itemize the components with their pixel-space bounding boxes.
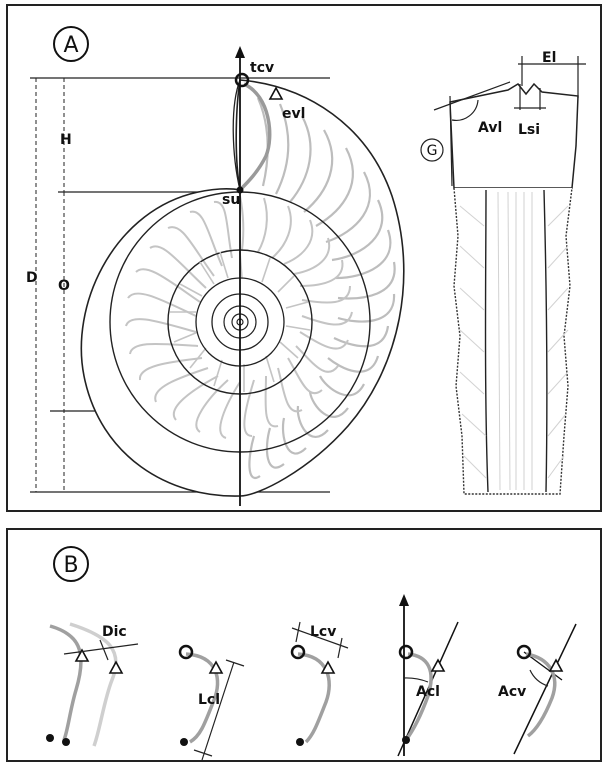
acl-su-point — [402, 736, 410, 744]
label-el: El — [542, 50, 556, 66]
inner-ribs-1 — [125, 195, 353, 439]
inner-ribs-2 — [170, 251, 311, 392]
avl-side-line — [449, 95, 453, 187]
measure-acv — [513, 623, 577, 755]
label-h: H — [60, 132, 72, 148]
panel-b: B Dic Lcl — [6, 528, 602, 762]
label-dic: Dic — [102, 624, 127, 640]
dic-marker-2 — [108, 660, 124, 674]
acl-tcv-marker — [398, 644, 414, 660]
septa-measures-diagram: B Dic Lcl — [46, 546, 577, 761]
acl-evl-marker — [430, 658, 446, 672]
measure-lcl — [178, 644, 245, 761]
measure-acl — [397, 594, 459, 757]
venter-lower-shell — [453, 187, 573, 495]
venter-line — [232, 79, 241, 191]
label-lcv: Lcv — [310, 624, 336, 640]
evl-marker — [268, 86, 284, 100]
su-marker — [236, 186, 244, 194]
label-su: su — [222, 192, 240, 208]
panel-b-letter: B — [63, 553, 78, 578]
lcl-su-point — [180, 738, 188, 746]
lcl-tcv-marker — [178, 644, 194, 660]
venter-channel-left — [484, 189, 489, 493]
lcl-evl-marker — [208, 660, 224, 674]
panel-a-letter-circle — [53, 26, 89, 62]
last-septum — [238, 82, 272, 192]
acv-tcv-marker — [516, 644, 532, 660]
dic-marker-1 — [74, 648, 90, 662]
acv-evl-marker — [548, 658, 564, 672]
label-evl: evl — [282, 106, 305, 122]
outer-ribs — [248, 97, 396, 480]
tcv-marker — [234, 72, 250, 88]
label-avl: Avl — [478, 120, 502, 136]
label-o: O — [58, 278, 70, 294]
dic-point-1 — [46, 734, 54, 742]
panel-b-letter-circle — [53, 546, 89, 582]
lcv-evl-marker — [320, 660, 336, 674]
label-g: G — [427, 143, 438, 159]
lcv-su-point — [296, 738, 304, 746]
avl-tangent-line — [433, 81, 511, 111]
venter-view: G — [420, 56, 586, 495]
venter-channel-right — [543, 189, 548, 493]
avl-arc — [451, 99, 479, 121]
dic-point-2 — [62, 738, 70, 746]
ammonite-diagram: A — [26, 26, 586, 506]
label-lcl: Lcl — [198, 692, 220, 708]
g-circle — [420, 138, 444, 162]
venter-top-block — [449, 82, 579, 189]
axis-arrowhead — [235, 46, 245, 58]
label-tcv: tcv — [250, 60, 274, 76]
panel-a: A — [6, 4, 602, 512]
label-d: D — [26, 270, 38, 286]
label-lsi: Lsi — [518, 122, 540, 138]
measure-dic — [46, 622, 139, 747]
label-acl: Acl — [416, 684, 440, 700]
outer-whorl — [80, 79, 405, 497]
panel-a-letter: A — [63, 33, 78, 58]
measure-lcv — [290, 621, 349, 746]
label-acv: Acv — [498, 684, 526, 700]
lcv-tcv-marker — [290, 644, 306, 660]
